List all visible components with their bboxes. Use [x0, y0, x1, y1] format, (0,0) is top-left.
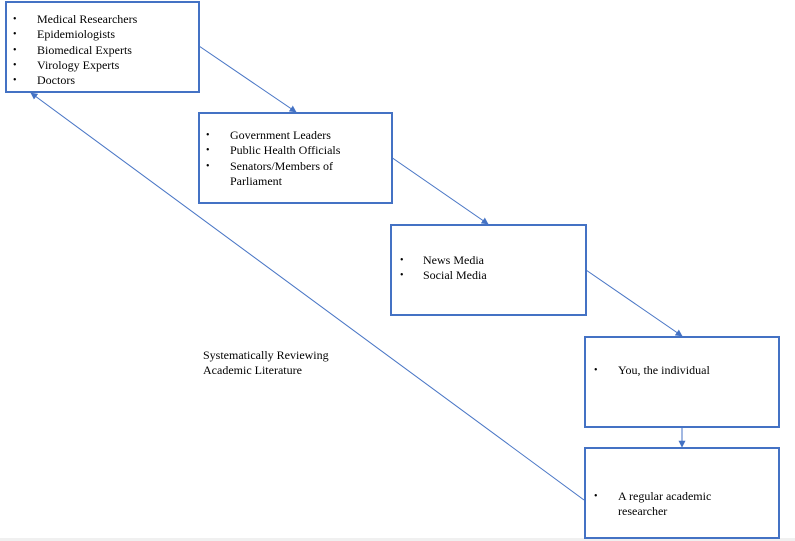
feedback-label-line1: Systematically Reviewing	[203, 348, 329, 362]
bullet-icon: •	[13, 59, 17, 71]
list-item: •Senators/Members of Parliament	[206, 158, 333, 188]
list-item: •Epidemiologists	[13, 27, 115, 42]
list-item: •Medical Researchers	[13, 12, 138, 26]
media-box: •News Media •Social Media	[390, 224, 587, 316]
government-list: •Government Leaders •Public Health Offic…	[200, 114, 391, 189]
list-item: •Virology Experts	[13, 57, 120, 72]
arrow-researchers-to-government	[198, 45, 297, 113]
arrow-academic-to-researchers	[30, 92, 585, 501]
bullet-icon: •	[13, 29, 17, 41]
bullet-icon: •	[400, 255, 404, 266]
bullet-icon: •	[13, 14, 17, 25]
list-item: •Public Health Officials	[206, 143, 341, 158]
government-box: •Government Leaders •Public Health Offic…	[198, 112, 393, 204]
list-item: •A regular academic researcher	[594, 489, 712, 519]
list-item: •Doctors	[13, 73, 75, 88]
academic-list: •A regular academic researcher	[586, 449, 778, 520]
arrow-media-to-individual	[585, 269, 683, 337]
feedback-label-line2: Academic Literature	[203, 363, 302, 378]
list-item: •Biomedical Experts	[13, 42, 132, 57]
list-item: •You, the individual	[594, 363, 710, 377]
list-item: •News Media	[400, 253, 484, 267]
bottom-edge-strip	[0, 538, 795, 541]
arrow-government-to-media	[390, 156, 489, 225]
individual-list: •You, the individual	[586, 338, 778, 378]
list-item: •Government Leaders	[206, 128, 331, 142]
bullet-icon: •	[206, 160, 210, 172]
list-item: •Social Media	[400, 268, 487, 283]
researchers-list: •Medical Researchers •Epidemiologists •B…	[7, 3, 198, 88]
bullet-icon: •	[594, 491, 598, 502]
individual-box: •You, the individual	[584, 336, 780, 428]
bullet-icon: •	[13, 44, 17, 56]
bullet-icon: •	[400, 270, 404, 282]
bullet-icon: •	[594, 365, 598, 376]
researchers-box: •Medical Researchers •Epidemiologists •B…	[5, 1, 200, 93]
bullet-icon: •	[206, 145, 210, 157]
bullet-icon: •	[13, 75, 17, 87]
academic-box: •A regular academic researcher	[584, 447, 780, 539]
feedback-label: Systematically Reviewing Academic Litera…	[203, 348, 329, 379]
bullet-icon: •	[206, 130, 210, 141]
media-list: •News Media •Social Media	[392, 226, 585, 284]
